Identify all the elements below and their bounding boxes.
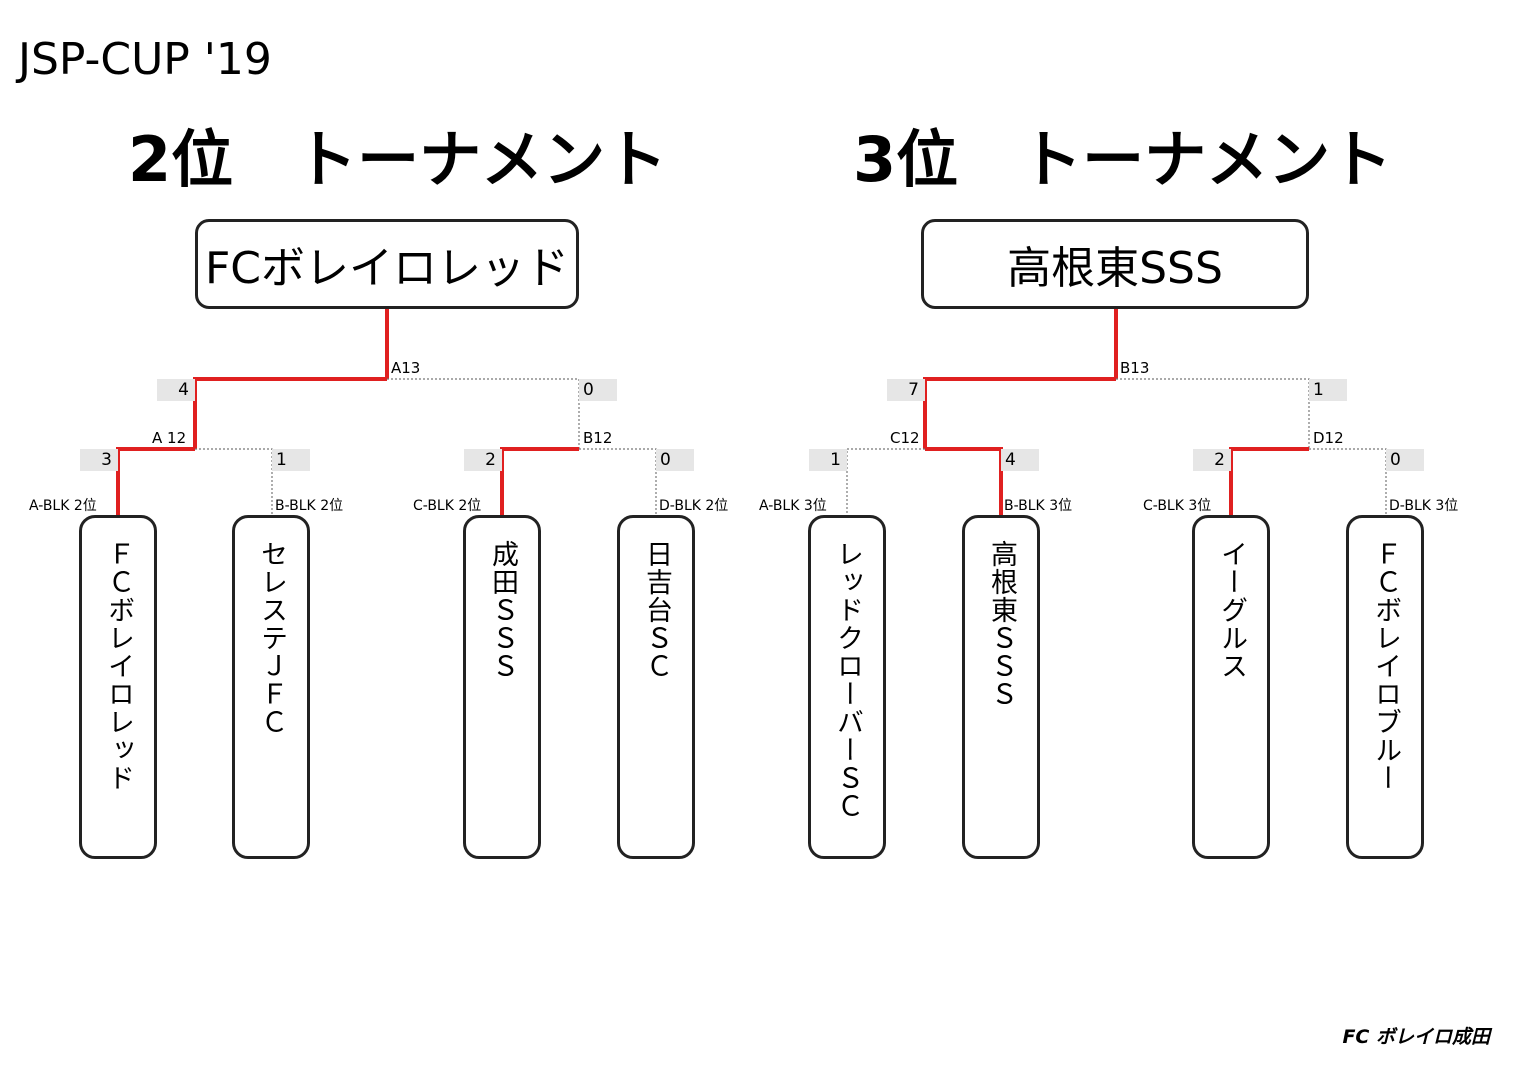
semi2-path-win <box>500 447 579 515</box>
champion-name: FCボレイロレッド <box>204 243 570 294</box>
team-box: セレステＪＦＣ <box>232 515 310 859</box>
match-label-semi: C12 <box>890 429 920 447</box>
team-box: 成田ＳＳＳ <box>463 515 541 859</box>
team-box: ＦＣボレイロブルー <box>1346 515 1424 859</box>
team-name: イーグルス <box>1216 540 1247 680</box>
team-name: ＦＣボレイロブルー <box>1370 540 1401 792</box>
block-label: A-BLK 2位 <box>29 498 97 514</box>
final-path-right-lose <box>1116 378 1310 449</box>
score-final-left: 7 <box>887 379 925 401</box>
champion-box-2nd-tournament: FCボレイロレッド <box>195 219 579 309</box>
semi1-path-win <box>116 447 195 515</box>
score-final-right: 0 <box>579 379 617 401</box>
score-semi-left: 2 <box>464 449 502 471</box>
tournament-heading-2nd: 2位 トーナメント <box>128 123 668 196</box>
team-name: 成田ＳＳＳ <box>487 540 518 680</box>
block-label: B-BLK 3位 <box>1004 498 1073 514</box>
score-semi-right: 0 <box>656 449 694 471</box>
tournament-heading-3rd: 3位 トーナメント <box>853 123 1393 196</box>
team-box: 日吉台ＳＣ <box>617 515 695 859</box>
team-box: レッドクローバーＳＣ <box>808 515 886 859</box>
document-title: JSP-CUP '19 <box>18 34 272 85</box>
block-label: A-BLK 3位 <box>759 498 827 514</box>
semi4-path-win <box>1229 447 1309 515</box>
score-semi-right: 4 <box>1001 449 1039 471</box>
match-label-semi: B12 <box>583 429 613 447</box>
match-label-semi: A 12 <box>152 429 187 447</box>
match-label-final: A13 <box>391 359 421 377</box>
team-name: ＦＣボレイロレッド <box>103 540 134 792</box>
block-label: C-BLK 3位 <box>1143 498 1212 514</box>
match-label-semi: D12 <box>1313 429 1344 447</box>
block-label: B-BLK 2位 <box>275 498 344 514</box>
block-label: D-BLK 3位 <box>1389 498 1459 514</box>
score-semi-left: 3 <box>80 449 118 471</box>
score-final-left: 4 <box>157 379 195 401</box>
semi3-path-lose <box>846 448 925 515</box>
score-final-right: 1 <box>1309 379 1347 401</box>
champion-name: 高根東SSS <box>1007 243 1223 294</box>
block-label: C-BLK 2位 <box>413 498 482 514</box>
match-label-final: B13 <box>1120 359 1150 377</box>
organizer-credit: FC ボレイロ成田 <box>1342 1026 1490 1048</box>
score-semi-right: 1 <box>272 449 310 471</box>
team-name: 高根東ＳＳＳ <box>986 540 1017 708</box>
champion-box-3rd-tournament: 高根東SSS <box>921 219 1309 309</box>
block-label: D-BLK 2位 <box>659 498 729 514</box>
team-name: レッドクローバーＳＣ <box>832 540 863 820</box>
semi3-path-win <box>925 447 1003 515</box>
semi1-path-lose <box>195 448 273 515</box>
final-path-right-win <box>923 377 1116 449</box>
score-semi-right: 0 <box>1386 449 1424 471</box>
team-box: 高根東ＳＳＳ <box>962 515 1040 859</box>
final-path-left-lose <box>387 378 580 449</box>
score-semi-left: 2 <box>1193 449 1231 471</box>
final-path-left-win <box>193 377 387 449</box>
team-name: セレステＪＦＣ <box>256 540 287 736</box>
score-semi-left: 1 <box>809 449 847 471</box>
team-name: 日吉台ＳＣ <box>641 540 672 680</box>
semi2-path-lose <box>579 448 657 515</box>
team-box: イーグルス <box>1192 515 1270 859</box>
team-box: ＦＣボレイロレッド <box>79 515 157 859</box>
semi4-path-lose <box>1309 448 1387 515</box>
